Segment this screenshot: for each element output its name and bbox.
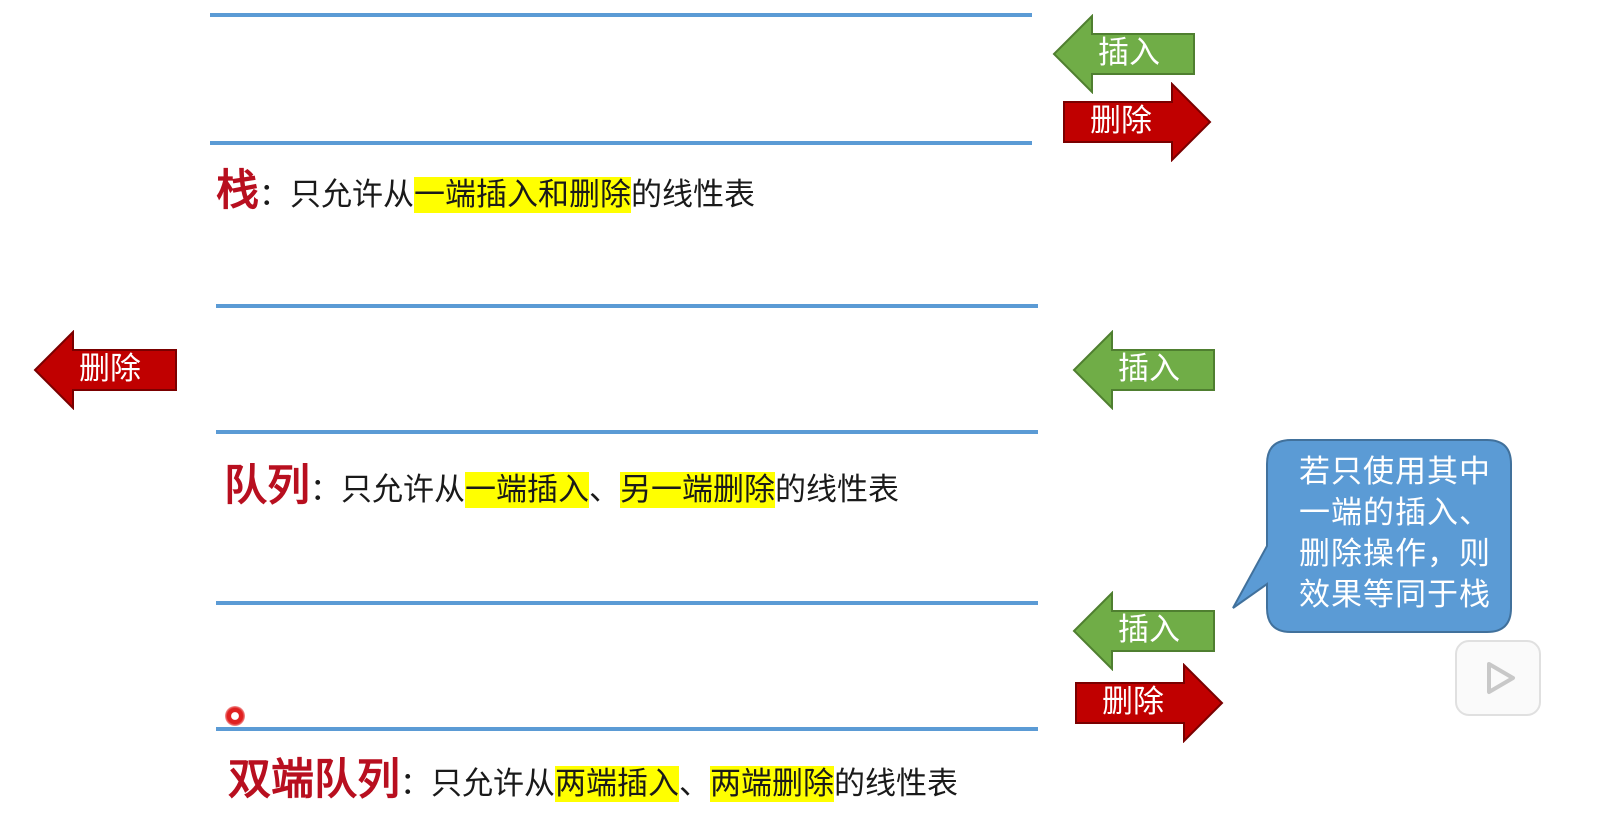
arrow-left-icon <box>1072 330 1215 410</box>
def-text: 只允许从 <box>431 766 555 802</box>
def-text: 的线性表 <box>834 766 958 802</box>
def-text: 、 <box>679 766 710 802</box>
arrow-right-icon <box>1063 82 1212 162</box>
deque-delete-arrow: 删除 <box>1074 663 1224 743</box>
def-text: 只允许从 <box>290 177 414 213</box>
play-icon <box>1487 662 1515 694</box>
colon: ： <box>400 766 431 802</box>
def-text: 、 <box>589 472 620 508</box>
queue-definition: 队列：只允许从一端插入、另一端删除的线性表 <box>224 461 899 513</box>
deque-term: 双端队列 <box>228 755 400 805</box>
deque-top-line <box>216 601 1038 605</box>
arrow-left-icon <box>1052 14 1195 94</box>
laser-pointer-dot <box>225 706 245 726</box>
arrow-label: 删除 <box>79 351 141 387</box>
queue-top-line <box>216 304 1038 308</box>
deque-insert-arrow: 插入 <box>1072 591 1216 671</box>
highlight-text: 一端插入和删除 <box>414 177 631 213</box>
highlight-text: 一端插入 <box>465 472 589 508</box>
stack-delete-arrow: 删除 <box>1062 82 1212 162</box>
callout-line: 删除操作，则 <box>1299 536 1491 572</box>
highlight-text: 两端删除 <box>710 766 834 802</box>
stack-top-line <box>210 13 1032 17</box>
queue-bottom-line <box>216 430 1038 434</box>
arrow-right-icon <box>1075 663 1224 743</box>
arrow-label: 插入 <box>1118 351 1180 387</box>
def-text: 的线性表 <box>775 472 899 508</box>
callout-bubble: 若只使用其中 一端的插入、 删除操作，则 效果等同于栈 <box>1232 438 1553 634</box>
arrow-label: 删除 <box>1102 684 1164 720</box>
queue-delete-arrow: 删除 <box>33 330 178 410</box>
callout-line: 若只使用其中 <box>1299 454 1491 490</box>
colon: ： <box>259 177 290 213</box>
stack-bottom-line <box>210 141 1032 145</box>
callout-text: 若只使用其中 一端的插入、 删除操作，则 效果等同于栈 <box>1299 452 1529 616</box>
arrow-left-icon <box>33 330 177 410</box>
highlight-text: 两端插入 <box>555 766 679 802</box>
def-text: 只允许从 <box>341 472 465 508</box>
callout-line: 一端的插入、 <box>1299 495 1491 531</box>
play-button[interactable] <box>1455 640 1541 716</box>
stack-insert-arrow: 插入 <box>1052 14 1196 94</box>
colon: ： <box>310 472 341 508</box>
deque-definition: 双端队列：只允许从两端插入、两端删除的线性表 <box>228 755 958 807</box>
arrow-left-icon <box>1072 591 1215 671</box>
queue-insert-arrow: 插入 <box>1072 330 1216 410</box>
queue-term: 队列 <box>224 461 310 511</box>
arrow-label: 插入 <box>1098 35 1160 71</box>
arrow-label: 插入 <box>1118 612 1180 648</box>
highlight-text: 另一端删除 <box>620 472 775 508</box>
deque-bottom-line <box>216 727 1038 731</box>
def-text: 的线性表 <box>631 177 755 213</box>
stack-term: 栈 <box>216 166 259 216</box>
speech-bubble-shape <box>1232 439 1512 633</box>
callout-line: 效果等同于栈 <box>1299 577 1491 613</box>
arrow-label: 删除 <box>1090 103 1152 139</box>
stack-definition: 栈：只允许从一端插入和删除的线性表 <box>216 166 755 218</box>
